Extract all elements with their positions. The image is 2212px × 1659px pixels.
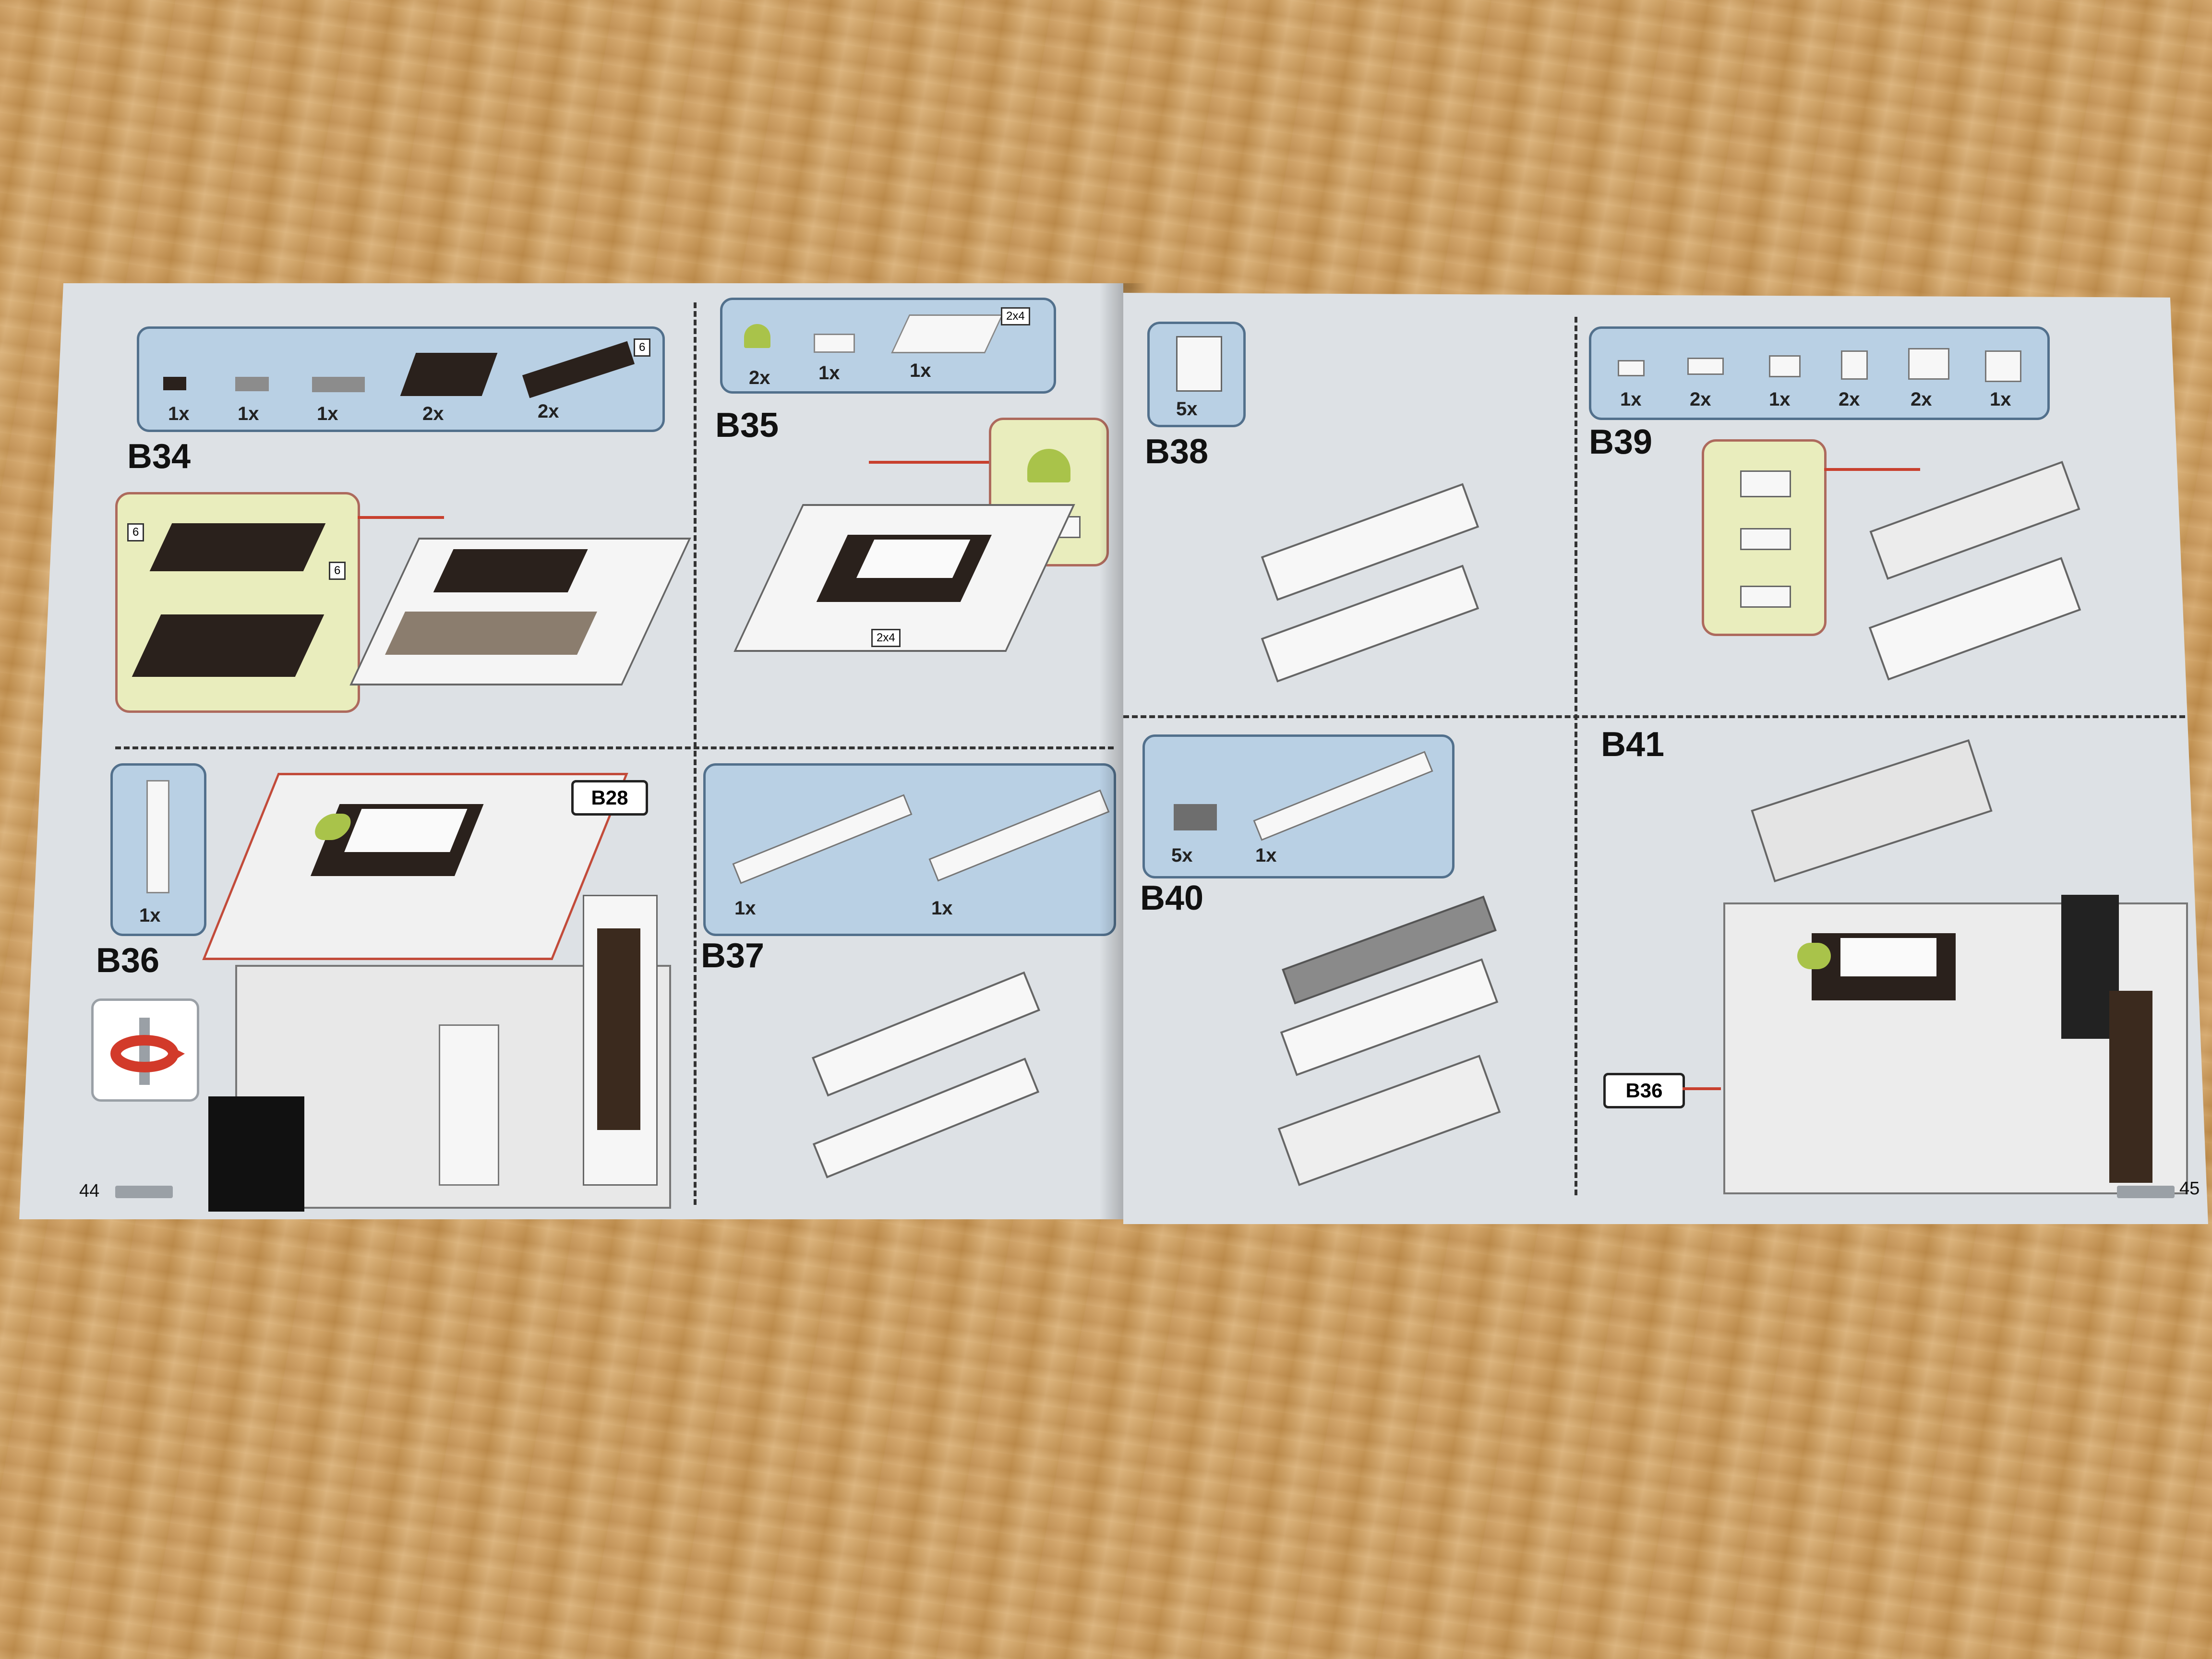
b35-qty-1: 2x xyxy=(749,367,770,388)
step-label-b40: B40 xyxy=(1140,879,1204,917)
b39-model-bottom xyxy=(1868,557,2081,681)
b39-sub-part-3 xyxy=(1740,586,1791,608)
step-divider-horizontal-right xyxy=(1123,715,2194,718)
b41-callout: B36 xyxy=(1603,1073,1685,1108)
b34-parts-box: 1x 1x 1x 2x 2x 6 xyxy=(137,326,665,432)
rotate-model-icon xyxy=(110,1018,185,1085)
b39-qty-4: 2x xyxy=(1839,389,1860,410)
b37-part-2 xyxy=(928,789,1110,882)
b39-sub-part-2 xyxy=(1740,528,1791,550)
step-divider-vertical-right xyxy=(1575,317,1577,1195)
b35-part-1 xyxy=(744,324,770,348)
b35-sub-lamp xyxy=(1027,449,1070,482)
b35-parts-box: 2x 1x 1x 2x4 xyxy=(720,298,1056,394)
b34-sub-plate-bottom xyxy=(132,614,325,677)
b40-qty-2: 1x xyxy=(1255,845,1277,866)
rotate-model-button xyxy=(91,998,199,1102)
b35-part-3 xyxy=(891,314,1003,353)
step-divider-horizontal xyxy=(115,746,1114,749)
b39-qty-1: 1x xyxy=(1620,389,1642,410)
instruction-page-left: 1x 1x 1x 2x 2x 6 B34 6 6 2x 1x 1x 2x4 B3… xyxy=(19,283,1123,1219)
b37-parts-box: 1x 1x xyxy=(703,763,1116,936)
b34-subassembly-box: 6 6 xyxy=(115,492,360,713)
b41-house-model xyxy=(1723,895,2188,1194)
b35-model xyxy=(733,504,1075,652)
b34-model xyxy=(349,538,691,685)
b34-sub-tag-1: 6 xyxy=(127,523,144,541)
b36-house-base xyxy=(208,895,671,1212)
step-label-b38: B38 xyxy=(1145,433,1209,471)
b40-part-2 xyxy=(1253,751,1433,841)
b40-model-bottom xyxy=(1277,1055,1501,1186)
b41-arrow xyxy=(1683,1087,1721,1090)
b39-qty-5: 2x xyxy=(1911,389,1932,410)
b34-part-1 xyxy=(163,377,186,390)
step-label-b41: B41 xyxy=(1601,725,1665,764)
set-code-tab-left xyxy=(115,1186,173,1198)
b34-qty-2: 1x xyxy=(238,403,259,424)
b34-part-4 xyxy=(400,353,498,396)
b34-qty-5: 2x xyxy=(538,401,559,422)
b35-arrow xyxy=(869,461,989,464)
b36-floor-section xyxy=(202,773,628,960)
b34-qty-1: 1x xyxy=(168,403,190,424)
b39-part-3 xyxy=(1769,355,1801,377)
b34-part-3 xyxy=(312,377,365,392)
b38-qty-1: 5x xyxy=(1176,398,1198,420)
step-label-b37: B37 xyxy=(701,937,765,975)
b39-qty-2: 2x xyxy=(1690,389,1711,410)
b34-arrow xyxy=(358,516,444,519)
b39-qty-6: 1x xyxy=(1990,389,2011,410)
b35-part-2 xyxy=(814,334,855,353)
b39-part-5 xyxy=(1908,348,1949,380)
page-number-left: 44 xyxy=(79,1181,100,1201)
b39-part-6 xyxy=(1985,350,2021,382)
b34-qty-4: 2x xyxy=(422,403,444,424)
instruction-page-right: 5x B38 1x 2x 1x 2x 2x 1x B39 5x 1x B40 B… xyxy=(1123,293,2208,1224)
set-code-tab-right xyxy=(2117,1186,2175,1198)
page-number-right: 45 xyxy=(2179,1178,2200,1199)
b34-part-2 xyxy=(235,377,269,391)
b39-part-2 xyxy=(1687,358,1724,375)
step-divider-vertical xyxy=(694,302,697,1205)
b35-qty-2: 1x xyxy=(818,362,840,384)
b39-part-1 xyxy=(1618,360,1645,376)
b34-size-tag: 6 xyxy=(634,338,651,357)
b35-model-tag: 2x4 xyxy=(871,629,901,647)
b39-sub-part-1 xyxy=(1740,470,1791,497)
b40-part-1 xyxy=(1174,804,1217,830)
b39-part-4 xyxy=(1841,350,1868,380)
step-label-b34: B34 xyxy=(127,437,191,476)
b35-qty-3: 1x xyxy=(910,360,931,381)
b39-arrow xyxy=(1824,468,1920,471)
b39-subassembly-box xyxy=(1702,439,1827,636)
b39-parts-box: 1x 2x 1x 2x 2x 1x xyxy=(1589,326,2050,420)
b41-wall-section xyxy=(1751,739,1993,882)
step-label-b36: B36 xyxy=(96,941,160,980)
b34-part-5 xyxy=(522,341,635,398)
b37-qty-2: 1x xyxy=(931,898,953,919)
b34-sub-tag-2: 6 xyxy=(329,562,346,580)
b39-qty-3: 1x xyxy=(1769,389,1791,410)
b38-part-1 xyxy=(1176,336,1222,392)
b40-qty-1: 5x xyxy=(1171,845,1193,866)
b37-part-1 xyxy=(732,794,913,884)
b36-callout: B28 xyxy=(571,780,648,816)
b38-parts-box: 5x xyxy=(1147,322,1246,427)
step-label-b39: B39 xyxy=(1589,423,1653,461)
b40-parts-box: 5x 1x xyxy=(1142,734,1455,878)
b35-size-tag: 2x4 xyxy=(1001,307,1030,325)
b36-qty-1: 1x xyxy=(139,905,161,926)
b34-sub-plate-top xyxy=(149,523,326,571)
b36-parts-box: 1x xyxy=(110,763,206,936)
b37-qty-1: 1x xyxy=(734,898,756,919)
step-label-b35: B35 xyxy=(715,406,779,445)
b36-part-1 xyxy=(146,780,169,893)
b34-qty-3: 1x xyxy=(317,403,338,424)
